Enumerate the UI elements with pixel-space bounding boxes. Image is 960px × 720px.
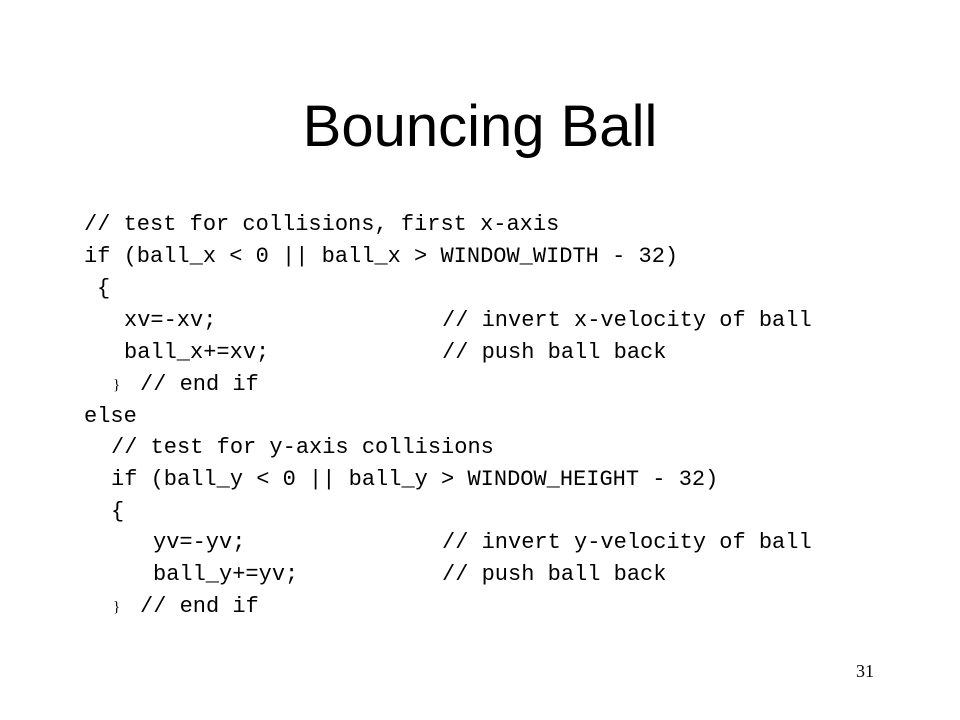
code-text: // test for y-axis collisions: [111, 435, 494, 460]
code-line: xv=-xv; // invert x-velocity of ball: [0, 305, 960, 337]
code-line: } // end if: [0, 369, 960, 401]
closing-brace: }: [113, 599, 121, 615]
code-text: ball_x+=xv;: [124, 340, 270, 365]
code-text: {: [97, 276, 111, 301]
page-number: 31: [856, 661, 874, 681]
code-comment: // invert x-velocity of ball: [442, 308, 812, 333]
code-text: // test for collisions, first x-axis: [84, 212, 560, 237]
code-line: {: [0, 273, 960, 305]
code-text: if (ball_x < 0 || ball_x > WINDOW_WIDTH …: [84, 244, 679, 269]
code-text: if (ball_y < 0 || ball_y > WINDOW_HEIGHT…: [111, 467, 719, 492]
code-text: else: [84, 404, 137, 429]
code-text: ball_y+=yv;: [153, 562, 299, 587]
code-line: ball_x+=xv; // push ball back: [0, 337, 960, 369]
code-text: // end if: [140, 594, 259, 619]
code-text: // end if: [140, 372, 259, 397]
slide-title: Bouncing Ball: [302, 94, 658, 159]
closing-brace: }: [113, 377, 121, 393]
code-comment: // invert y-velocity of ball: [442, 530, 812, 555]
code-text: xv=-xv;: [124, 308, 217, 333]
code-line: yv=-yv; // invert y-velocity of ball: [0, 527, 960, 559]
code-line: else: [0, 401, 960, 433]
code-line: // test for collisions, first x-axis: [0, 209, 960, 241]
code-line: {: [0, 496, 960, 528]
code-line: } // end if: [0, 591, 960, 623]
code-text: {: [111, 499, 125, 524]
code-text: yv=-yv;: [153, 530, 246, 555]
code-line: ball_y+=yv; // push ball back: [0, 559, 960, 591]
code-line: if (ball_y < 0 || ball_y > WINDOW_HEIGHT…: [0, 464, 960, 496]
code-comment: // push ball back: [442, 340, 667, 365]
code-line: // test for y-axis collisions: [0, 432, 960, 464]
code-comment: // push ball back: [442, 562, 667, 587]
code-line: if (ball_x < 0 || ball_x > WINDOW_WIDTH …: [0, 241, 960, 273]
